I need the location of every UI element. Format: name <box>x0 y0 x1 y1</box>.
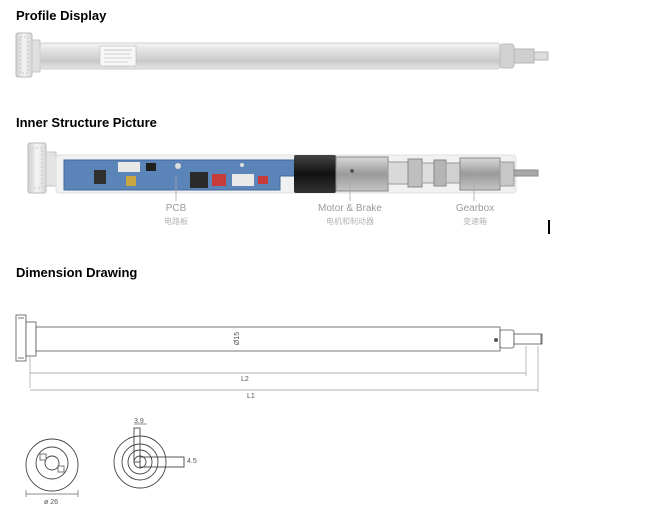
dimension-drawing-heading: Dimension Drawing <box>16 265 138 280</box>
gearbox-housing <box>459 157 501 191</box>
l2-label: L2 <box>241 376 249 383</box>
profile-collar <box>31 39 41 73</box>
text-cursor <box>548 220 550 234</box>
end-diameter-label: ø 26 <box>44 499 59 506</box>
motor-body <box>335 156 389 192</box>
pcb-connector <box>212 174 226 186</box>
profile-tube-end <box>499 43 515 69</box>
end-view-shaft <box>113 423 185 489</box>
pcb-chip <box>118 162 140 172</box>
shaft-width-label: 3.9 <box>134 418 144 425</box>
gearbox-label: Gearbox <box>455 203 495 214</box>
gearbox-stage-1 <box>407 158 423 188</box>
profile-shaft-tip <box>533 51 549 61</box>
end-view-cap <box>25 438 79 497</box>
l1-label: L1 <box>247 393 255 400</box>
inner-end-cap <box>27 142 47 194</box>
profile-end-cap <box>15 32 33 78</box>
shaft-length-label: 4.5 <box>187 458 197 465</box>
pcb-relay <box>190 172 208 188</box>
gearbox-stage-2 <box>433 159 447 187</box>
tube-diameter-label: Ø15 <box>234 331 242 346</box>
profile-display-heading: Profile Display <box>16 8 107 23</box>
inner-output-shaft <box>513 169 539 177</box>
motor-brake-label-cn: 电机和制动器 <box>326 217 374 226</box>
inner-structure-heading: Inner Structure Picture <box>16 115 157 130</box>
gearbox-label-cn: 变速箱 <box>463 217 487 226</box>
pcb-capacitor <box>94 170 106 184</box>
profile-motor <box>15 32 549 78</box>
inner-structure-motor <box>27 142 539 201</box>
profile-label-sticker <box>99 45 137 67</box>
pcb-label-cn: 电路板 <box>164 217 188 226</box>
profile-drive-shaft <box>513 48 535 64</box>
motor-brake-label: Motor & Brake <box>318 203 382 214</box>
motor-brake-housing <box>294 155 336 193</box>
pcb-label: PCB <box>165 203 187 214</box>
profile-cap-vents <box>19 36 29 74</box>
dimension-side-view <box>15 314 543 392</box>
